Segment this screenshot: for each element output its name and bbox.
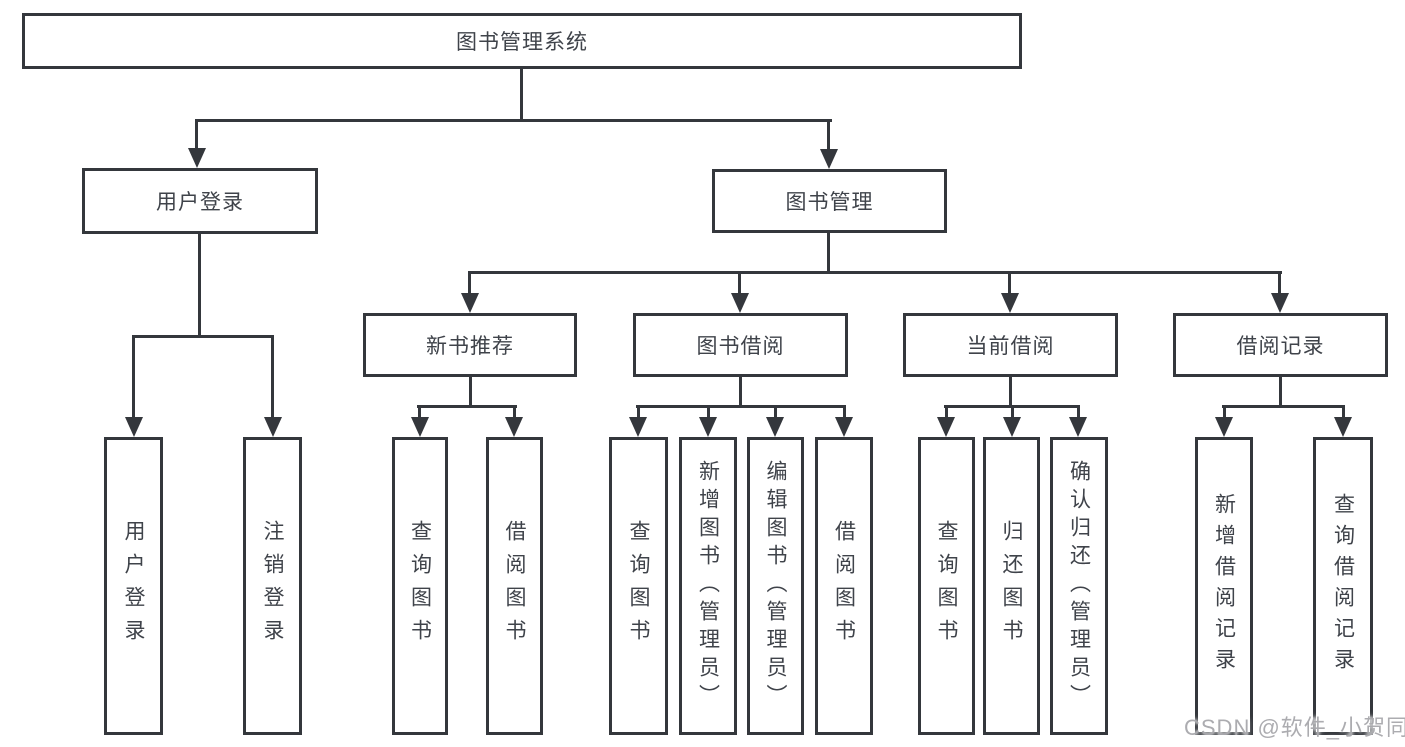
arrowhead-down-icon bbox=[835, 417, 853, 437]
leaf-user-login: 用户登录 bbox=[104, 437, 163, 735]
connector-line bbox=[1008, 271, 1011, 295]
connector-line bbox=[707, 405, 710, 419]
node-label: 注销登录 bbox=[261, 520, 284, 652]
node-new-book-recommend: 新书推荐 bbox=[363, 313, 577, 377]
node-label: 图书管理系统 bbox=[456, 31, 588, 54]
connector-line bbox=[739, 377, 742, 407]
connector-line bbox=[1009, 377, 1012, 407]
arrowhead-down-icon bbox=[766, 417, 784, 437]
connector-line bbox=[132, 335, 274, 338]
connector-line bbox=[1223, 405, 1226, 419]
connector-line bbox=[774, 405, 777, 419]
node-label: 借阅图书 bbox=[503, 520, 526, 652]
arrowhead-down-icon bbox=[125, 417, 143, 437]
arrowhead-down-icon bbox=[699, 417, 717, 437]
leaf-current-query-books: 查询图书 bbox=[918, 437, 975, 735]
arrowhead-down-icon bbox=[1215, 417, 1233, 437]
leaf-borrowing-query-books: 查询图书 bbox=[609, 437, 668, 735]
node-label: 查询借阅记录 bbox=[1331, 493, 1355, 679]
node-borrowing-records: 借阅记录 bbox=[1173, 313, 1388, 377]
connector-line bbox=[468, 271, 471, 295]
arrowhead-down-icon bbox=[505, 417, 523, 437]
arrowhead-down-icon bbox=[264, 417, 282, 437]
node-label: 图书管理 bbox=[785, 191, 874, 214]
node-label: 当前借阅 bbox=[966, 335, 1055, 358]
arrowhead-down-icon bbox=[731, 293, 749, 313]
connector-line bbox=[1342, 405, 1345, 419]
connector-line bbox=[195, 119, 832, 122]
node-current-borrowing: 当前借阅 bbox=[903, 313, 1118, 377]
connector-line bbox=[827, 119, 830, 152]
connector-line bbox=[827, 233, 830, 273]
connector-line bbox=[513, 405, 516, 419]
node-user-login: 用户登录 bbox=[82, 168, 318, 234]
connector-line bbox=[195, 119, 198, 152]
connector-line bbox=[417, 405, 517, 408]
connector-line bbox=[198, 234, 201, 337]
csdn-watermark: CSDN @软件_小贺同学 bbox=[1184, 715, 1405, 740]
node-label: 确认归还（管理员） bbox=[1067, 460, 1091, 712]
arrowhead-down-icon bbox=[937, 417, 955, 437]
connector-line bbox=[1077, 405, 1080, 419]
connector-line bbox=[636, 405, 846, 408]
leaf-edit-books-admin: 编辑图书（管理员） bbox=[747, 437, 804, 735]
connector-line bbox=[468, 271, 1282, 274]
arrowhead-down-icon bbox=[1069, 417, 1087, 437]
node-label: 用户登录 bbox=[156, 191, 244, 214]
connector-line bbox=[1278, 271, 1281, 295]
node-label: 图书借阅 bbox=[696, 335, 785, 358]
leaf-add-borrow-record: 新增借阅记录 bbox=[1195, 437, 1253, 735]
node-label: 新增图书（管理员） bbox=[696, 460, 720, 712]
node-label: 借阅图书 bbox=[832, 520, 856, 652]
node-label: 归还图书 bbox=[1000, 520, 1023, 652]
arrowhead-down-icon bbox=[411, 417, 429, 437]
arrowhead-down-icon bbox=[1001, 293, 1019, 313]
arrowhead-down-icon bbox=[461, 293, 479, 313]
connector-line bbox=[843, 405, 846, 419]
node-label: 用户登录 bbox=[122, 520, 145, 652]
node-label: 借阅记录 bbox=[1236, 335, 1325, 358]
node-book-management: 图书管理 bbox=[712, 169, 947, 233]
connector-line bbox=[418, 405, 421, 419]
node-label: 新增借阅记录 bbox=[1212, 493, 1236, 679]
connector-line bbox=[132, 335, 135, 421]
node-label: 查询图书 bbox=[408, 520, 432, 652]
node-label: 查询图书 bbox=[935, 520, 958, 652]
node-label: 编辑图书（管理员） bbox=[764, 460, 787, 712]
leaf-logout: 注销登录 bbox=[243, 437, 302, 735]
node-label: 新书推荐 bbox=[426, 335, 514, 358]
arrowhead-down-icon bbox=[1003, 417, 1021, 437]
arrowhead-down-icon bbox=[1334, 417, 1352, 437]
connector-line bbox=[271, 335, 274, 421]
connector-line bbox=[520, 69, 523, 122]
leaf-add-books-admin: 新增图书（管理员） bbox=[679, 437, 737, 735]
connector-line bbox=[945, 405, 948, 419]
leaf-recommend-query-books: 查询图书 bbox=[392, 437, 448, 735]
node-label: 查询图书 bbox=[627, 520, 650, 652]
arrowhead-down-icon bbox=[629, 417, 647, 437]
connector-line bbox=[1011, 405, 1014, 419]
connector-line bbox=[637, 405, 640, 419]
connector-line bbox=[1222, 405, 1345, 408]
arrowhead-down-icon bbox=[820, 149, 838, 169]
node-book-borrowing: 图书借阅 bbox=[633, 313, 848, 377]
node-library-management-system: 图书管理系统 bbox=[22, 13, 1022, 69]
leaf-borrowing-borrow-books: 借阅图书 bbox=[815, 437, 873, 735]
arrowhead-down-icon bbox=[188, 148, 206, 168]
arrowhead-down-icon bbox=[1271, 293, 1289, 313]
leaf-return-books: 归还图书 bbox=[983, 437, 1040, 735]
leaf-recommend-borrow-books: 借阅图书 bbox=[486, 437, 543, 735]
connector-line bbox=[1279, 377, 1282, 407]
leaf-confirm-return-admin: 确认归还（管理员） bbox=[1050, 437, 1108, 735]
connector-line bbox=[738, 271, 741, 295]
leaf-query-borrow-record: 查询借阅记录 bbox=[1313, 437, 1373, 735]
connector-line bbox=[469, 377, 472, 407]
